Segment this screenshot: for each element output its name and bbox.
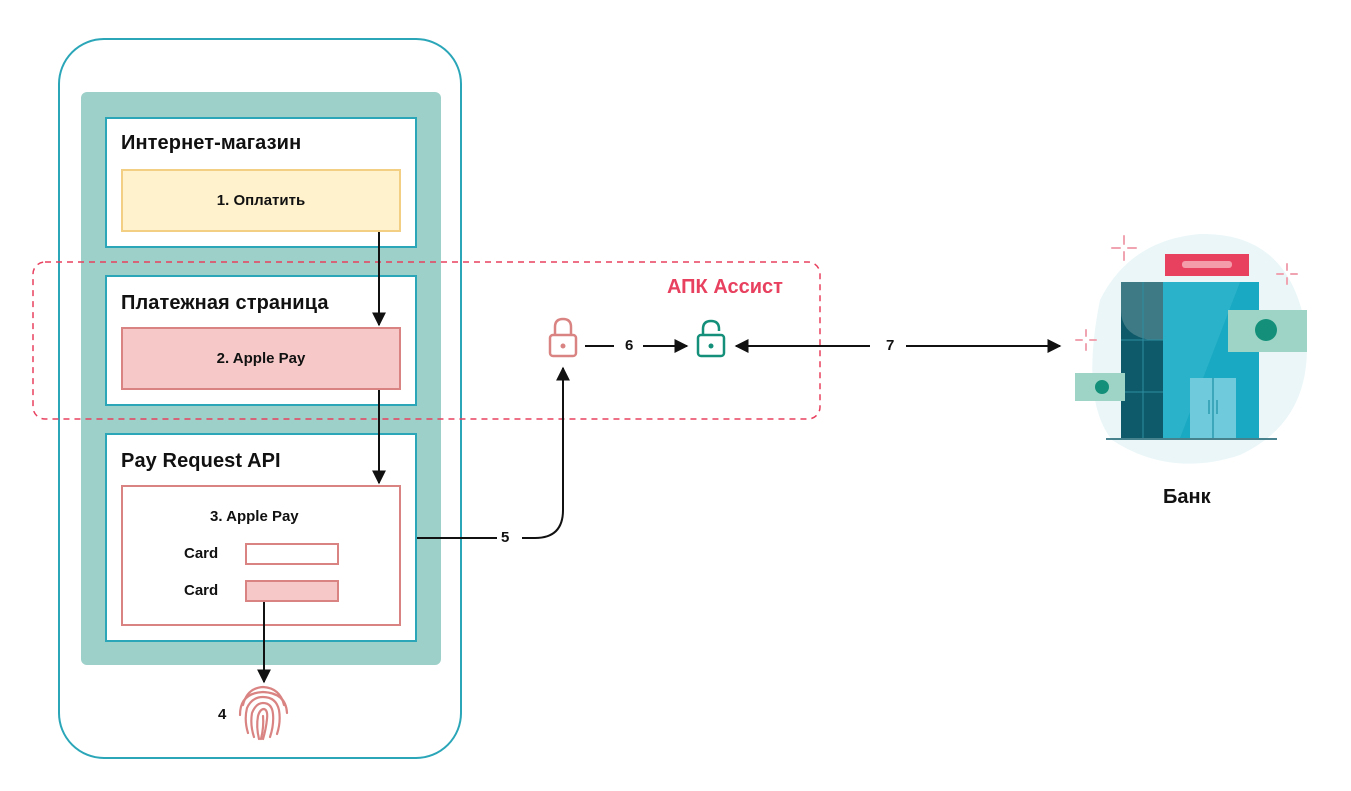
apple-pay-form-title: 3. Apple Pay	[210, 508, 299, 525]
step-4-label: 4	[214, 706, 231, 723]
shop-title: Интернет-магазин	[121, 132, 302, 154]
lock-open-icon	[696, 319, 726, 358]
fingerprint-icon	[238, 685, 289, 741]
step-5-label: 5	[497, 529, 514, 546]
card-label-2: Card	[184, 582, 219, 599]
lock-closed-icon	[548, 317, 578, 358]
phone-frame	[58, 38, 462, 759]
apple-pay-button[interactable]: 2. Apple Pay	[121, 327, 401, 390]
assist-label: АПК Ассист	[667, 276, 783, 298]
pay-button[interactable]: 1. Оплатить	[121, 169, 401, 232]
card-input-1[interactable]	[245, 543, 339, 565]
bank-building-icon	[1075, 233, 1307, 464]
payment-page-title: Платежная страница	[121, 292, 329, 314]
arrow-5-curve	[522, 366, 570, 539]
step-6-label: 6	[621, 337, 638, 354]
card-input-2[interactable]	[245, 580, 339, 602]
card-label-1: Card	[184, 545, 219, 562]
step-7-label: 7	[882, 337, 899, 354]
pay-request-api-title: Pay Request API	[121, 450, 281, 472]
bank-label: Банк	[1163, 486, 1211, 508]
assist-boundary	[32, 261, 821, 420]
